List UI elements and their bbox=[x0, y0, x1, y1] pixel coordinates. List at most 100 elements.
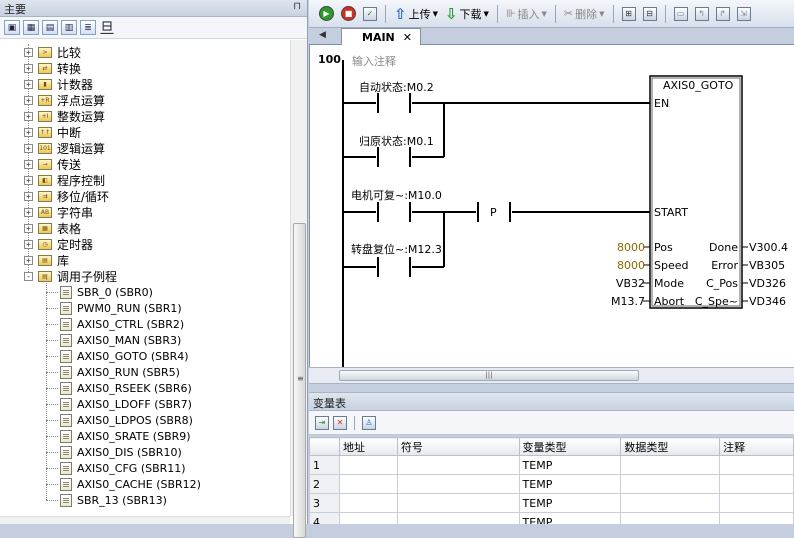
table-cell[interactable]: TEMP bbox=[519, 456, 621, 475]
subroutine-item[interactable]: AXIS0_DIS (SBR10) bbox=[60, 444, 182, 460]
output-done-value[interactable]: V300.4 bbox=[749, 241, 788, 254]
compile-icon[interactable]: ✓ bbox=[363, 7, 377, 21]
table-cell[interactable] bbox=[720, 494, 794, 513]
table-cell[interactable] bbox=[397, 494, 519, 513]
box-icon[interactable]: ▭ bbox=[674, 7, 688, 21]
col-header-comment[interactable]: 注释 bbox=[720, 438, 794, 456]
col-header-data-type[interactable]: 数据类型 bbox=[621, 438, 720, 456]
expand-icon[interactable]: + bbox=[24, 80, 33, 89]
tree-item[interactable]: +AB字符串 bbox=[24, 204, 93, 220]
subroutine-item[interactable]: AXIS0_CACHE (SBR12) bbox=[60, 476, 201, 492]
table-row[interactable]: 2TEMP bbox=[310, 475, 794, 494]
subroutine-item[interactable]: AXIS0_CFG (SBR11) bbox=[60, 460, 186, 476]
tab-scroll-left-icon[interactable]: ◀ bbox=[319, 30, 326, 40]
ladder-editor[interactable]: 100 输入注释 bbox=[309, 45, 794, 367]
contact-turntable-label[interactable]: 转盘复位~:M12.3 bbox=[351, 241, 442, 257]
subroutine-item[interactable]: SBR_13 (SBR13) bbox=[60, 492, 167, 508]
col-header-address[interactable]: 地址 bbox=[339, 438, 397, 456]
expand-icon[interactable]: + bbox=[24, 256, 33, 265]
tree-vertical-scrollbar[interactable]: ≡ bbox=[290, 40, 307, 516]
subroutine-item[interactable]: AXIS0_GOTO (SBR4) bbox=[60, 348, 189, 364]
tree-item[interactable]: +▦表格 bbox=[24, 220, 81, 236]
subroutine-item[interactable]: AXIS0_LDPOS (SBR8) bbox=[60, 412, 193, 428]
expand-icon[interactable]: + bbox=[24, 144, 33, 153]
expand-icon[interactable]: + bbox=[24, 240, 33, 249]
table-cell[interactable] bbox=[339, 494, 397, 513]
expand-icon[interactable]: + bbox=[24, 112, 33, 121]
contact-auto-label[interactable]: 自动状态:M0.2 bbox=[359, 79, 434, 95]
insert-button[interactable]: ⊪ 插入 ▼ bbox=[504, 4, 549, 24]
expand-icon[interactable]: + bbox=[24, 208, 33, 217]
table-cell[interactable] bbox=[621, 513, 720, 525]
table-cell[interactable] bbox=[339, 513, 397, 525]
nav-icon[interactable]: ⇲ bbox=[737, 7, 751, 21]
var-properties-icon[interactable]: ♙ bbox=[362, 416, 376, 430]
tree-item[interactable]: -▤调用子例程 bbox=[24, 268, 117, 284]
tree-item[interactable]: +⇄转换 bbox=[24, 60, 81, 76]
network-icon[interactable]: ⊞ bbox=[622, 7, 636, 21]
tree-item[interactable]: +→传送 bbox=[24, 156, 81, 172]
subroutine-item[interactable]: AXIS0_SRATE (SBR9) bbox=[60, 428, 191, 444]
scrollbar-thumb[interactable]: ||| bbox=[339, 370, 639, 381]
table-cell[interactable] bbox=[720, 513, 794, 525]
expand-icon[interactable]: + bbox=[24, 176, 33, 185]
table-cell[interactable] bbox=[621, 456, 720, 475]
list-view-icon[interactable]: ≣ bbox=[80, 20, 96, 35]
table-row[interactable]: 3TEMP bbox=[310, 494, 794, 513]
tab-main[interactable]: MAIN ✕ bbox=[341, 28, 421, 45]
options-icon[interactable]: 旦 bbox=[99, 20, 115, 35]
tree-item[interactable]: +>比较 bbox=[24, 44, 81, 60]
input-mode-value[interactable]: VB32 bbox=[616, 277, 645, 290]
table-row[interactable]: 1TEMP bbox=[310, 456, 794, 475]
table-cell[interactable] bbox=[397, 456, 519, 475]
table-cell[interactable]: TEMP bbox=[519, 475, 621, 494]
tree-item[interactable]: +◧程序控制 bbox=[24, 172, 105, 188]
scrollbar-thumb[interactable]: ≡ bbox=[293, 223, 306, 538]
output-cpos-value[interactable]: VD326 bbox=[749, 277, 786, 290]
tree-item[interactable]: ++I整数运算 bbox=[24, 108, 105, 124]
tree-item[interactable]: +◷定时器 bbox=[24, 236, 93, 252]
expand-icon[interactable]: + bbox=[24, 96, 33, 105]
contact-home-label[interactable]: 归原状态:M0.1 bbox=[359, 133, 434, 149]
input-pos-value[interactable]: 8000 bbox=[617, 241, 645, 254]
subroutine-item[interactable]: PWM0_RUN (SBR1) bbox=[60, 300, 182, 316]
subroutine-item[interactable]: SBR_0 (SBR0) bbox=[60, 284, 153, 300]
grid-view-icon[interactable]: ▦ bbox=[23, 20, 39, 35]
collapse-icon[interactable]: - bbox=[24, 272, 33, 281]
editor-horizontal-scrollbar[interactable]: ||| bbox=[309, 367, 794, 384]
delete-row-icon[interactable]: ✕ bbox=[333, 416, 347, 430]
delete-button[interactable]: ✂ 删除 ▼ bbox=[562, 4, 607, 24]
table-row[interactable]: 4TEMP bbox=[310, 513, 794, 525]
expand-icon[interactable]: + bbox=[24, 128, 33, 137]
upload-button[interactable]: ⇧ 上传 ▼ bbox=[392, 4, 440, 24]
tree-item[interactable]: +▤库 bbox=[24, 252, 69, 268]
document-icon[interactable]: ▤ bbox=[42, 20, 58, 35]
stop-icon[interactable]: ■ bbox=[341, 6, 356, 21]
table-cell[interactable] bbox=[339, 456, 397, 475]
tree-item[interactable]: +101逻辑运算 bbox=[24, 140, 105, 156]
subroutine-item[interactable]: AXIS0_CTRL (SBR2) bbox=[60, 316, 184, 332]
output-error-value[interactable]: VB305 bbox=[749, 259, 785, 272]
run-icon[interactable]: ▶ bbox=[319, 6, 334, 21]
subroutine-item[interactable]: AXIS0_RUN (SBR5) bbox=[60, 364, 180, 380]
pulse-p-label[interactable]: P bbox=[490, 206, 497, 219]
expand-icon[interactable]: + bbox=[24, 160, 33, 169]
expand-icon[interactable]: + bbox=[24, 64, 33, 73]
next-icon[interactable]: ↱ bbox=[716, 7, 730, 21]
properties-icon[interactable]: ▥ bbox=[61, 20, 77, 35]
tree-item[interactable]: +▮计数器 bbox=[24, 76, 93, 92]
tree-item[interactable]: +↑↑中断 bbox=[24, 124, 81, 140]
expand-icon[interactable]: + bbox=[24, 192, 33, 201]
tree-item[interactable]: ++R浮点运算 bbox=[24, 92, 105, 108]
subroutine-item[interactable]: AXIS0_RSEEK (SBR6) bbox=[60, 380, 192, 396]
table-cell[interactable] bbox=[397, 513, 519, 525]
table-cell[interactable] bbox=[397, 475, 519, 494]
input-speed-value[interactable]: 8000 bbox=[617, 259, 645, 272]
table-cell[interactable]: TEMP bbox=[519, 494, 621, 513]
subroutine-item[interactable]: AXIS0_MAN (SBR3) bbox=[60, 332, 181, 348]
contact-motor-label[interactable]: 电机可复~:M10.0 bbox=[351, 187, 442, 203]
output-cspeed-value[interactable]: VD346 bbox=[749, 295, 786, 308]
close-icon[interactable]: ✕ bbox=[403, 31, 412, 44]
col-header-symbol[interactable]: 符号 bbox=[397, 438, 519, 456]
table-cell[interactable] bbox=[720, 456, 794, 475]
